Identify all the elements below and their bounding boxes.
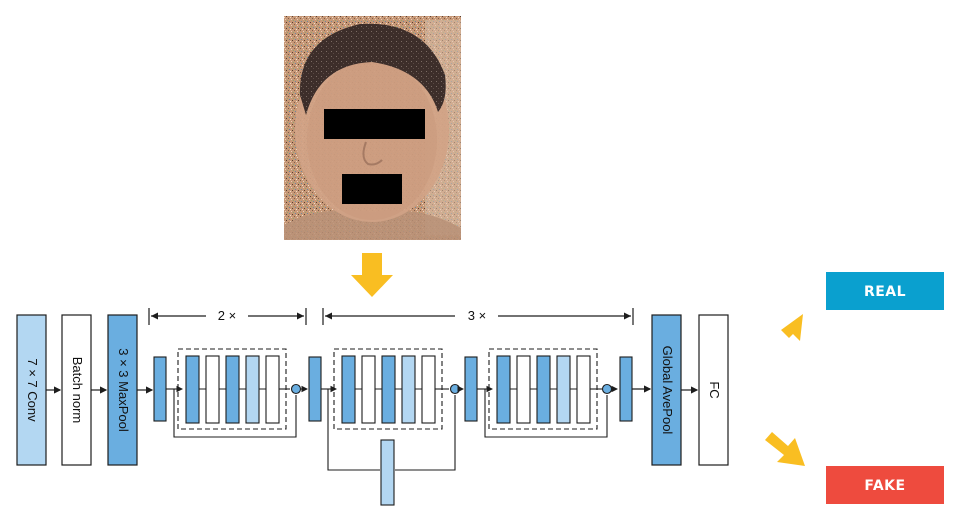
stage2-repeat-label: 3 ×	[468, 308, 486, 323]
fc-block-label: FC	[707, 381, 722, 398]
stage1-repeat-bracket: 2 ×	[148, 308, 307, 325]
stage1-repeat-label: 2 ×	[218, 308, 236, 323]
add-node-3	[601, 383, 613, 395]
avepool-block: Global AvePool	[651, 314, 682, 466]
fc-block: FC	[698, 314, 729, 466]
input-face-image	[284, 16, 461, 240]
eye-redaction-bar	[324, 109, 425, 139]
real-badge-label: REAL	[864, 284, 906, 300]
residual-stage-1	[153, 348, 309, 438]
fake-badge: FAKE	[826, 466, 944, 504]
add-node-1	[290, 383, 302, 395]
conv-block: 7 × 7 Conv	[16, 314, 47, 466]
arrow-down-right-icon	[765, 432, 805, 466]
batchnorm-block-label: Batch norm	[70, 357, 85, 423]
conv-block-label: 7 × 7 Conv	[25, 358, 40, 422]
add-node-2	[449, 383, 461, 395]
avepool-block-label: Global AvePool	[660, 346, 675, 435]
maxpool-block-label: 3 × 3 MaxPool	[116, 348, 131, 432]
projection-conv-block	[380, 439, 395, 506]
maxpool-block: 3 × 3 MaxPool	[107, 314, 138, 466]
mouth-redaction-bar	[342, 174, 402, 204]
batchnorm-block: Batch norm	[61, 314, 92, 466]
stage2-repeat-bracket: 3 ×	[322, 308, 634, 325]
real-badge: REAL	[826, 272, 944, 310]
arrow-down-icon	[351, 253, 393, 297]
arrow-up-right-icon	[772, 314, 803, 355]
residual-stage-3	[464, 348, 633, 438]
fake-badge-label: FAKE	[864, 478, 905, 494]
residual-stage-2	[308, 348, 465, 506]
